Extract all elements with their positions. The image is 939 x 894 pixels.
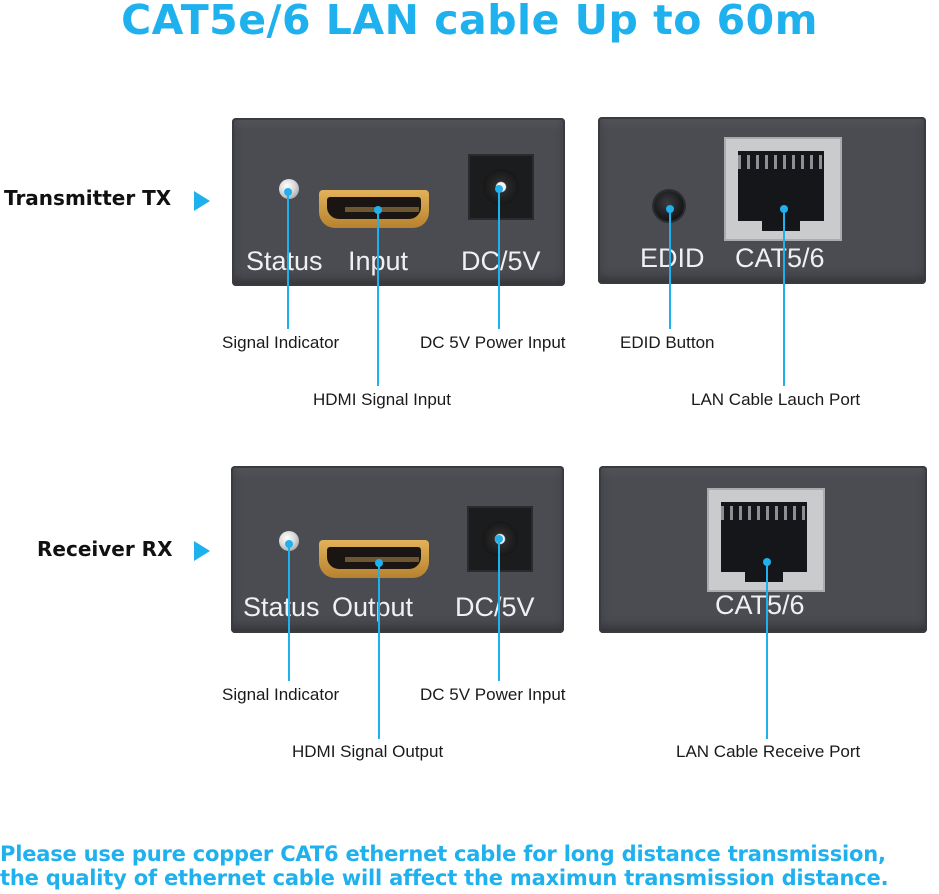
tx-lan-port-callout: LAN Cable Lauch Port xyxy=(691,390,861,409)
rx-cat-label: CAT5/6 xyxy=(715,590,805,620)
callout-line xyxy=(288,544,290,681)
callout-line xyxy=(766,562,768,739)
rx-signal-indicator-callout: Signal Indicator xyxy=(222,685,340,704)
tx-back-panel: EDID CAT5/6 xyxy=(598,117,926,284)
rx-back-panel: CAT5/6 xyxy=(599,466,927,633)
rx-lan-port-callout: LAN Cable Receive Port xyxy=(676,742,861,761)
rx-hdmi-callout: HDMI Signal Output xyxy=(292,742,444,761)
tx-dc-label: DC/5V xyxy=(461,246,541,276)
note-line-1: Please use pure copper CAT6 ethernet cab… xyxy=(0,842,886,866)
arrow-right-icon xyxy=(194,191,210,211)
tx-hdmi-callout: HDMI Signal Input xyxy=(313,390,451,409)
callout-line xyxy=(498,539,500,681)
callout-line xyxy=(378,563,380,739)
tx-cat-label: CAT5/6 xyxy=(735,243,825,273)
note-line-2: the quality of ethernet cable will affec… xyxy=(0,866,889,890)
callout-line xyxy=(377,210,379,386)
hdmi-port-icon xyxy=(319,540,429,578)
tx-front-panel: Status Input DC/5V xyxy=(232,118,565,286)
tx-edid-label: EDID xyxy=(640,243,705,273)
rx-front-panel: Status Output DC/5V xyxy=(231,466,564,633)
tx-status-label: Status xyxy=(246,246,323,276)
arrow-right-icon xyxy=(194,541,210,561)
rx-output-label: Output xyxy=(332,592,414,622)
tx-signal-indicator-callout: Signal Indicator xyxy=(222,333,340,352)
tx-edid-button-callout: EDID Button xyxy=(620,333,715,352)
dc-jack-icon xyxy=(467,506,533,572)
rx-status-label: Status xyxy=(243,592,320,622)
callout-line xyxy=(498,189,500,329)
receiver-row-label: Receiver RX xyxy=(37,537,173,561)
callout-line xyxy=(287,192,289,329)
rx-dc-label: DC/5V xyxy=(455,592,535,622)
page-title: CAT5e/6 LAN cable Up to 60m xyxy=(121,0,818,44)
rx-dc-power-callout: DC 5V Power Input xyxy=(420,685,566,704)
callout-line xyxy=(783,209,785,386)
callout-line xyxy=(669,209,671,329)
tx-dc-power-callout: DC 5V Power Input xyxy=(420,333,566,352)
transmitter-row-label: Transmitter TX xyxy=(4,186,172,210)
